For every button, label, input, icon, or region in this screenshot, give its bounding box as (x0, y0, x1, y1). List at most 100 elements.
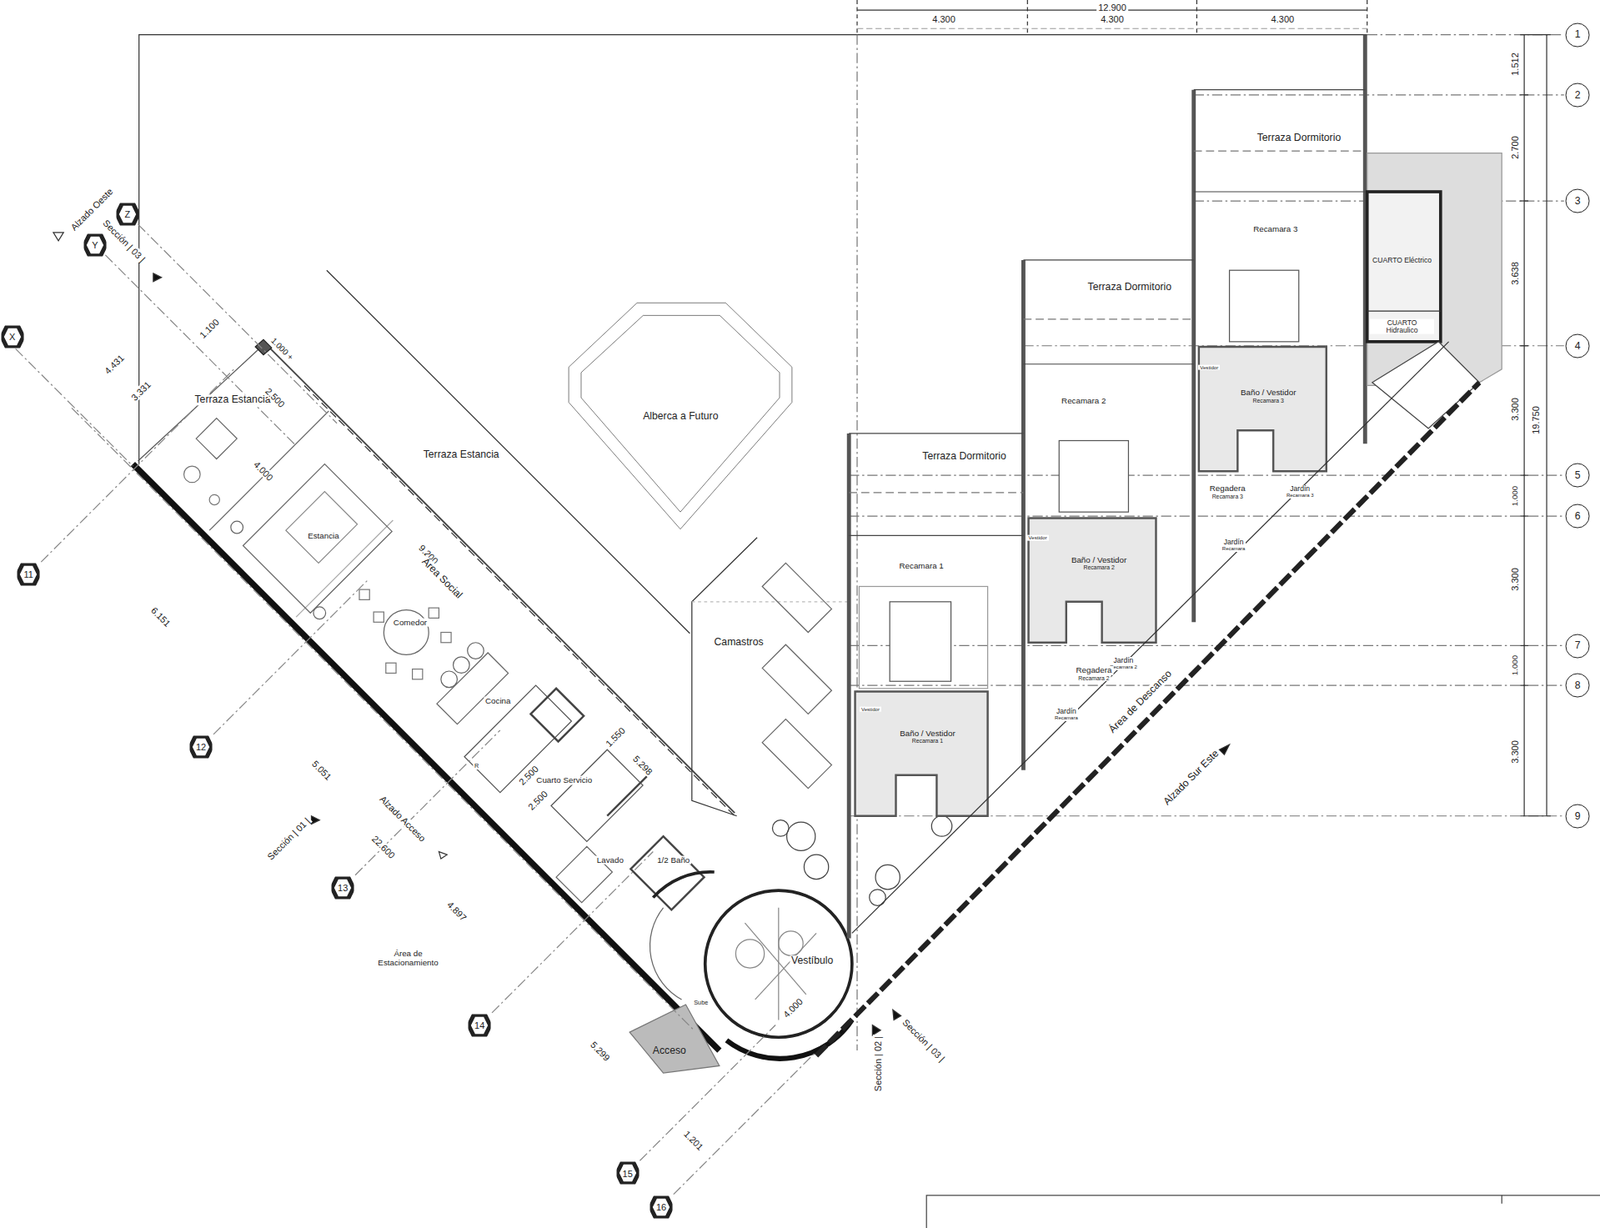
dimension-text: 1.550 (602, 723, 629, 750)
room-label: Área de Estacionamiento (375, 950, 442, 969)
dimension-text: 4.897 (444, 897, 471, 924)
room-name: 13 (337, 882, 348, 893)
dimension-text: 3.300 (1509, 396, 1520, 423)
room-name: Acceso (651, 1045, 688, 1057)
room-name: Y (91, 240, 98, 251)
room-name: Alberca a Futuro (642, 411, 718, 422)
room-label: Comedor (390, 617, 430, 627)
room-name: Jardín (1054, 707, 1079, 716)
room-label: RegaderaRecamara 3 (1207, 484, 1249, 500)
room-name: 12 (195, 742, 206, 753)
plan-note: R (472, 762, 481, 770)
room-name: 15 (622, 1168, 633, 1179)
room-name: Estancia (305, 531, 342, 541)
room-name: 16 (656, 1202, 667, 1213)
room-name: X (9, 331, 16, 342)
plan-note: Alzado Acceso (376, 792, 429, 844)
room-name: Sube (692, 999, 710, 1007)
dimension-text: 19.750 (1530, 404, 1541, 437)
room-name: Recamara 2 (1059, 396, 1108, 407)
room-name: 1/2 Baño (655, 855, 692, 865)
room-label: Camastros (711, 636, 767, 648)
outline (331, 877, 354, 898)
grid-hexagon: 16 (650, 1195, 673, 1219)
grid-bubble: 1 (1565, 22, 1590, 47)
room-label: JardínRecamara 3 (1284, 485, 1317, 499)
dimension-text: 3.300 (1509, 566, 1520, 593)
plan-note: Sección | 01 | (264, 814, 313, 863)
room-name: Jardín (1112, 657, 1136, 665)
dimension-text: 3.300 (1509, 738, 1520, 766)
room-name: 4 (1574, 340, 1581, 352)
room-name: CUARTO Eléctrico (1370, 257, 1434, 266)
plan-note: Vestidor (1198, 364, 1220, 371)
room-label: Lavado (593, 855, 627, 865)
room-label: Recamara 1 (896, 561, 947, 572)
dimension-text: 4.431 (101, 351, 128, 377)
plan-note: Sección | 02 | (872, 1034, 883, 1094)
dimension-text: 3.331 (127, 377, 154, 404)
dimension-text: 5.051 (308, 757, 335, 784)
room-name: Terraza Dormitorio (1086, 281, 1174, 293)
grid-hexagon: 11 (17, 563, 41, 587)
outline (616, 1163, 639, 1184)
room-name: Comedor (391, 617, 429, 627)
plan-note: Alzado Sur Este (1160, 746, 1223, 808)
dimension-text: 2.700 (1509, 135, 1520, 162)
dimension-text: 1.100 (195, 315, 222, 342)
room-name: Jardín (1288, 485, 1312, 493)
dimension-text: 2.500 (525, 787, 552, 813)
room-label: Terraza Dormitorio (1253, 133, 1344, 145)
room-subtitle: Recamara 1 (910, 737, 945, 745)
dimension-text: 6.151 (148, 604, 175, 631)
room-label: Terraza Estancia (191, 394, 274, 406)
outline (1, 326, 24, 347)
room-name: CUARTO Hidraulico (1369, 318, 1435, 335)
room-name: Área de Estacionamiento (376, 950, 441, 969)
room-name: 11 (24, 569, 34, 580)
room-subtitle: Recamara (1053, 715, 1080, 722)
room-label: Terraza Dormitorio (919, 451, 1009, 463)
plan-note: Área Social (418, 555, 467, 603)
room-label: JardínRecamara (1052, 707, 1081, 722)
room-label: Baño / VestidorRecamara 2 (1068, 555, 1130, 571)
room-name: Regadera (1208, 484, 1248, 494)
room-label: Baño / VestidorRecamara 3 (1238, 388, 1300, 404)
dimension-text: 4.300 (1269, 14, 1297, 25)
grid-bubble: 2 (1565, 82, 1590, 107)
room-label: Recamara 2 (1058, 396, 1109, 407)
room-name: 8 (1574, 680, 1581, 692)
grid-bubble: 3 (1565, 189, 1590, 214)
room-label: Baño / VestidorRecamara 1 (897, 728, 958, 744)
outline (17, 563, 40, 585)
grid-bubble: 8 (1565, 673, 1590, 698)
room-label: Sube (691, 999, 712, 1007)
grid-bubble: 9 (1565, 804, 1590, 829)
room-name: 3 (1574, 195, 1581, 206)
plan-note: Sección | 03 | (898, 1016, 948, 1065)
grid-hexagon: Y (83, 233, 106, 256)
room-label: JardínRecamara (1219, 538, 1249, 552)
room-name: Vestíbulo (789, 955, 835, 967)
room-label: Terraza Estancia (420, 449, 502, 461)
outline (581, 315, 780, 513)
room-name: Regadera (1073, 666, 1114, 676)
dimension-text: 4.000 (779, 995, 806, 1022)
room-name: Baño / Vestidor (897, 728, 957, 738)
room-name: 1 (1574, 29, 1581, 41)
room-name: Cuarto Servicio (534, 776, 594, 786)
room-name: Terraza Dormitorio (1255, 133, 1344, 145)
room-name: Camastros (712, 636, 766, 648)
room-name: 7 (1574, 640, 1581, 652)
outline (650, 1196, 673, 1218)
grid-bubble: 7 (1565, 633, 1590, 658)
room-label: Recamara 3 (1250, 225, 1301, 235)
room-label: 1/2 Baño (654, 855, 693, 865)
dimension-text: 1.000 (1510, 484, 1520, 508)
dimension-text: 12.900 (1096, 2, 1129, 13)
pool-outline: Alberca a Futuro (567, 301, 793, 531)
dimension-text: 1.512 (1509, 50, 1520, 78)
room-subtitle: Recamara 3 (1210, 493, 1245, 501)
